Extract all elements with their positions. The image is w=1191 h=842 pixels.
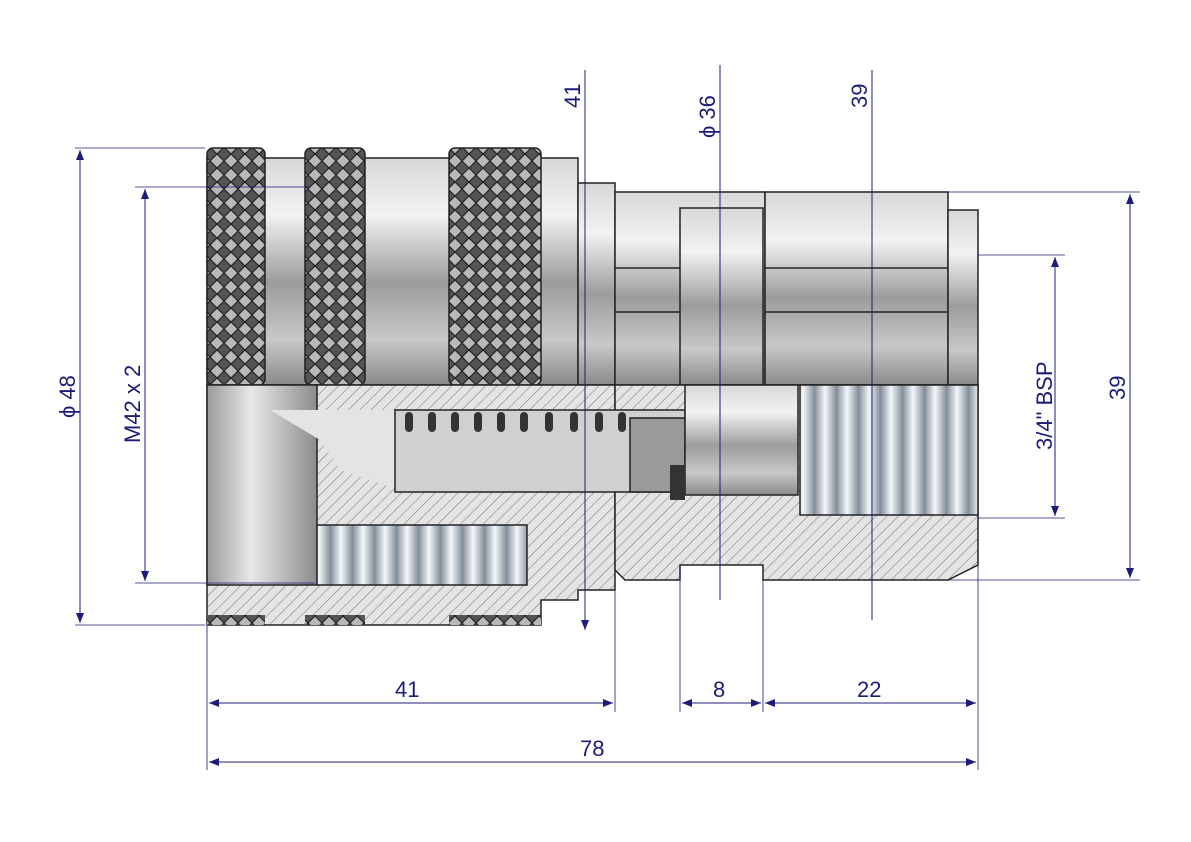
bsp-thread [799,384,979,516]
dim-bottom-41: 41 [395,677,419,702]
spring [405,412,626,432]
dim-bottom-8: 8 [713,677,725,702]
coupling-section [206,384,979,626]
knurled-band [448,147,542,386]
internal-thread [316,524,528,586]
dim-top-41: 41 [560,84,585,108]
dim-right-bsp: 3/4" BSP [1032,361,1057,450]
dim-left-phi48: ϕ 48 [55,375,80,418]
knurled-band [206,147,266,386]
coupling-exterior [206,147,979,386]
dim-bottom-78: 78 [580,736,604,761]
dim-top-39: 39 [847,84,872,108]
dim-left-m42: M42 x 2 [120,365,145,443]
knurled-band [304,147,366,386]
dim-top-phi36: ϕ 36 [695,95,720,138]
dim-right-39: 39 [1105,376,1130,400]
dimension-lines [75,65,1140,770]
dim-bottom-22: 22 [857,677,881,702]
